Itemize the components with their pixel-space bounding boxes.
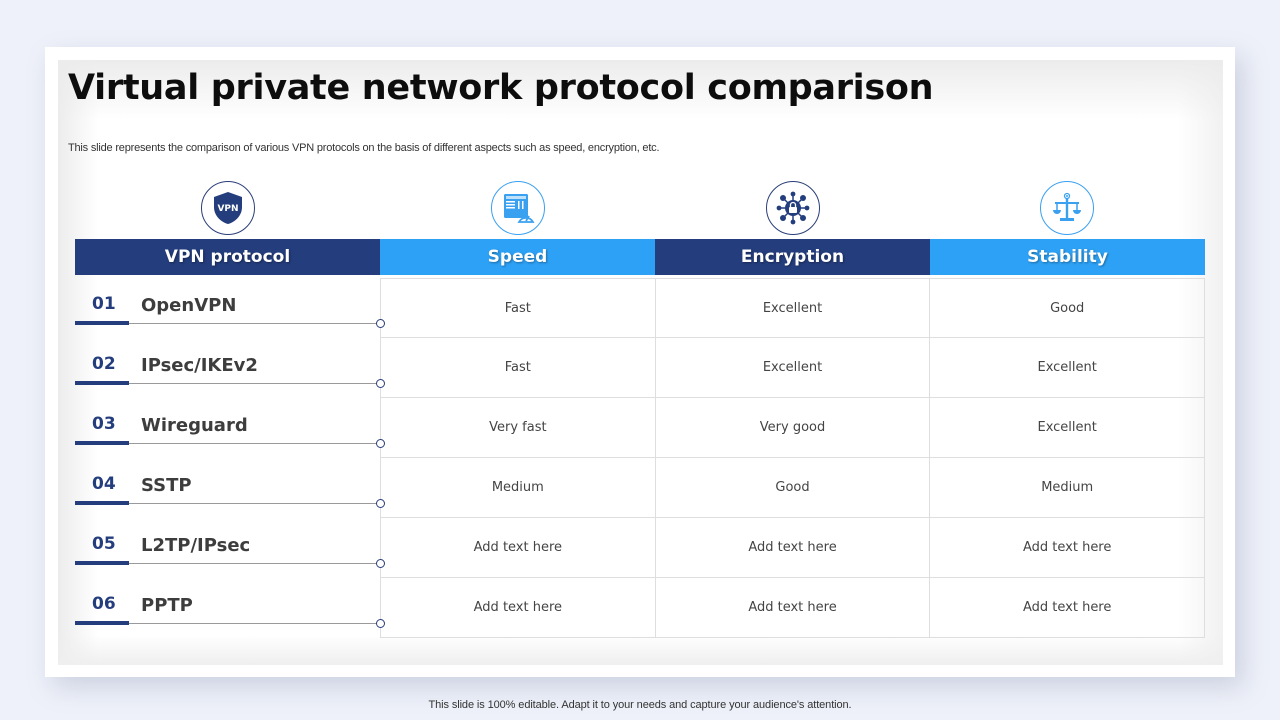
accent-bar	[75, 321, 129, 325]
protocol-item: 04 SSTP	[75, 458, 385, 518]
header-speed: Speed	[380, 239, 655, 275]
connector-dot	[376, 379, 385, 388]
encryption-cell: Add text here	[656, 578, 931, 637]
table-header: VPN protocol Speed Encryption Stability	[75, 239, 1205, 275]
table-row: Add text here Add text here Add text her…	[381, 578, 1206, 638]
speed-cell: Add text here	[381, 518, 656, 577]
divider-line	[129, 383, 377, 384]
speed-cell: Fast	[381, 279, 656, 337]
table-row: Medium Good Medium	[381, 458, 1206, 518]
divider-line	[129, 443, 377, 444]
connector-dot	[376, 319, 385, 328]
encryption-network-lock-icon	[766, 181, 820, 235]
protocol-number: 05	[92, 534, 116, 554]
slide-title: Virtual private network protocol compari…	[68, 68, 934, 108]
encryption-cell: Good	[656, 458, 931, 517]
protocol-list: 01 OpenVPN 02 IPsec/IKEv2 03 Wireguard 0…	[75, 278, 385, 638]
comparison-grid: Fast Excellent Good Fast Excellent Excel…	[380, 278, 1206, 638]
header-vpn-protocol: VPN protocol	[75, 239, 380, 275]
encryption-cell: Excellent	[656, 338, 931, 397]
protocol-item: 03 Wireguard	[75, 398, 385, 458]
table-row: Add text here Add text here Add text her…	[381, 518, 1206, 578]
protocol-name: SSTP	[141, 475, 192, 496]
table-row: Fast Excellent Good	[381, 278, 1206, 338]
speed-cell: Very fast	[381, 398, 656, 457]
accent-bar	[75, 381, 129, 385]
speed-cell: Fast	[381, 338, 656, 397]
protocol-item: 06 PPTP	[75, 578, 385, 638]
protocol-name: Wireguard	[141, 415, 248, 436]
stability-cell: Medium	[930, 458, 1206, 517]
connector-dot	[376, 619, 385, 628]
accent-bar	[75, 501, 129, 505]
speed-cell: Medium	[381, 458, 656, 517]
stability-cell: Good	[930, 279, 1206, 337]
stability-cell: Add text here	[930, 518, 1206, 577]
accent-bar	[75, 561, 129, 565]
footer-note: This slide is 100% editable. Adapt it to…	[428, 699, 852, 711]
encryption-cell: Very good	[656, 398, 931, 457]
slide-canvas	[58, 60, 1223, 665]
speed-dashboard-icon	[491, 181, 545, 235]
table-row: Fast Excellent Excellent	[381, 338, 1206, 398]
balance-scale-icon	[1040, 181, 1094, 235]
divider-line	[129, 623, 377, 624]
protocol-number: 06	[92, 594, 116, 614]
speed-cell: Add text here	[381, 578, 656, 637]
stability-cell: Excellent	[930, 338, 1206, 397]
protocol-item: 01 OpenVPN	[75, 278, 385, 338]
encryption-cell: Add text here	[656, 518, 931, 577]
connector-dot	[376, 439, 385, 448]
protocol-name: L2TP/IPsec	[141, 535, 251, 556]
vpn-shield-icon: VPN	[201, 181, 255, 235]
protocol-number: 04	[92, 474, 116, 494]
stability-cell: Excellent	[930, 398, 1206, 457]
header-stability: Stability	[930, 239, 1205, 275]
connector-dot	[376, 499, 385, 508]
slide-subtitle: This slide represents the comparison of …	[68, 142, 660, 154]
svg-text:VPN: VPN	[217, 204, 238, 214]
accent-bar	[75, 621, 129, 625]
divider-line	[129, 323, 377, 324]
protocol-name: OpenVPN	[141, 295, 237, 316]
protocol-number: 03	[92, 414, 116, 434]
encryption-cell: Excellent	[656, 279, 931, 337]
protocol-number: 01	[92, 294, 116, 314]
divider-line	[129, 503, 377, 504]
accent-bar	[75, 441, 129, 445]
divider-line	[129, 563, 377, 564]
protocol-number: 02	[92, 354, 116, 374]
protocol-item: 05 L2TP/IPsec	[75, 518, 385, 578]
protocol-name: IPsec/IKEv2	[141, 355, 258, 376]
protocol-item: 02 IPsec/IKEv2	[75, 338, 385, 398]
protocol-name: PPTP	[141, 595, 193, 616]
header-encryption: Encryption	[655, 239, 930, 275]
stability-cell: Add text here	[930, 578, 1206, 637]
connector-dot	[376, 559, 385, 568]
table-row: Very fast Very good Excellent	[381, 398, 1206, 458]
